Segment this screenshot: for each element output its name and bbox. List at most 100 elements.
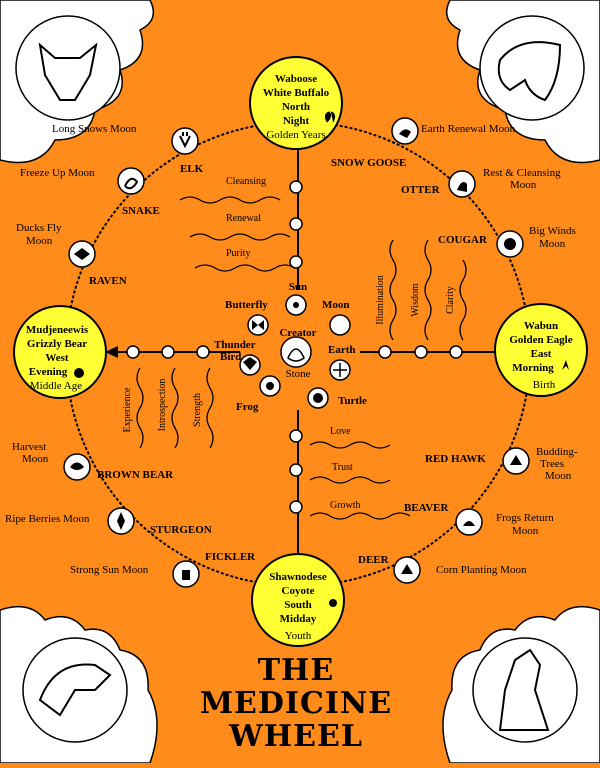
renewal-label: Renewal	[226, 213, 261, 224]
east-line2: Golden Eagle	[509, 334, 572, 346]
snow-goose-label: SNOW GOOSE	[331, 157, 406, 169]
north-line2: White Buffalo	[263, 87, 330, 99]
earth-renewal-moon: Earth Renewal Moon	[421, 123, 516, 135]
north-line1: Waboose	[275, 73, 317, 85]
red-hawk-label: RED HAWK	[425, 453, 486, 465]
rest-cleansing-moon-1: Rest & Cleansing	[483, 167, 561, 179]
long-snows-moon: Long Snows Moon	[52, 123, 137, 135]
moon-label: Moon	[322, 299, 350, 311]
corner-bottom-right	[442, 605, 600, 764]
wavy-lines	[136, 196, 467, 520]
west-line3: West	[45, 352, 69, 364]
turtle-label: Turtle	[338, 395, 367, 407]
harvest-moon-2: Moon	[22, 453, 49, 465]
rest-cleansing-moon-2: Moon	[510, 179, 537, 191]
south-line2: Coyote	[282, 585, 315, 597]
north-circle: Waboose White Buffalo North Night Golden…	[249, 56, 343, 150]
east-line5: Birth	[533, 379, 556, 391]
corner-top-left	[0, 0, 155, 164]
title-line3: WHEEL	[228, 719, 363, 754]
south-circle: Shawnodese Coyote South Midday Youth	[251, 553, 345, 647]
title-block: THE MEDICINE WHEEL	[200, 653, 392, 754]
purity-label: Purity	[226, 248, 250, 259]
west-line4: Evening	[29, 366, 68, 378]
earth-label: Earth	[328, 344, 356, 356]
west-arrow	[105, 346, 118, 358]
trust-label: Trust	[332, 462, 353, 473]
coyote-track-icon	[329, 599, 337, 607]
strong-sun-moon: Strong Sun Moon	[70, 564, 149, 576]
frogs-return-moon-2: Moon	[512, 525, 539, 537]
title-line1: THE	[258, 653, 335, 688]
title-line2: MEDICINE	[200, 686, 392, 721]
otter-label: OTTER	[401, 184, 441, 196]
west-line5: Middle Age	[30, 380, 82, 392]
creator-label: Creator	[279, 327, 316, 339]
corn-planting-moon: Corn Planting Moon	[436, 564, 527, 576]
beaver-label: BEAVER	[404, 502, 449, 514]
snake-icon	[117, 167, 145, 195]
elk-label: ELK	[180, 163, 204, 175]
elk-icon	[171, 127, 199, 155]
frog-label: Frog	[236, 401, 259, 413]
west-circle: Mudjeneewis Grizzly Bear West Evening Mi…	[13, 305, 107, 399]
south-line5: Youth	[285, 630, 312, 642]
sun-label: Sun	[289, 281, 307, 293]
wisdom-label: Wisdom	[410, 283, 421, 317]
south-line4: Midday	[280, 613, 317, 625]
wolf-icon	[15, 15, 121, 121]
spoke-labels: Cleansing Renewal Purity Love Trust Grow…	[122, 176, 456, 511]
freeze-up-moon: Freeze Up Moon	[20, 167, 95, 179]
center-group: Sun Moon Earth Butterfly Thunder Bird Cr…	[214, 281, 367, 413]
sturgeon-label: STURGEON	[150, 524, 212, 536]
introspection-label: Introspection	[157, 379, 168, 432]
budding-trees-moon-2: Trees	[540, 458, 564, 470]
experience-label: Experience	[122, 387, 133, 433]
buffalo-track-icon	[324, 111, 336, 123]
south-line3: South	[284, 599, 312, 611]
north-line3: North	[282, 101, 310, 113]
cleansing-label: Cleansing	[226, 176, 266, 187]
east-line3: East	[531, 348, 552, 360]
eagle-track-icon	[562, 360, 569, 370]
corner-bottom-left	[0, 605, 158, 764]
budding-trees-moon-1: Budding-	[536, 446, 578, 458]
clarity-label: Clarity	[445, 286, 456, 314]
ducks-fly-moon-2: Moon	[26, 235, 53, 247]
bird-label: Bird	[220, 351, 241, 363]
west-line1: Mudjeneewis	[26, 324, 89, 336]
rim-medallion-glyphs	[70, 129, 522, 580]
north-line5: Golden Years	[266, 129, 325, 141]
growth-label: Growth	[330, 500, 361, 511]
eagle-icon	[479, 15, 585, 121]
strength-label: Strength	[192, 393, 203, 427]
harvest-moon-1: Harvest	[12, 441, 46, 453]
east-line1: Wabun	[524, 320, 558, 332]
ripe-berries-moon: Ripe Berries Moon	[5, 513, 90, 525]
thunder-label: Thunder	[214, 339, 256, 351]
fickler-label: FICKLER	[205, 551, 256, 563]
bear-track-icon	[74, 368, 84, 378]
love-label: Love	[330, 426, 351, 437]
moon-labels: Long Snows Moon Freeze Up Moon Ducks Fly…	[5, 123, 578, 576]
spoke-nodes	[126, 180, 463, 514]
snake-label: SNAKE	[122, 205, 160, 217]
moon-icon	[329, 314, 351, 336]
big-winds-moon-2: Moon	[539, 238, 566, 250]
cougar-label: COUGAR	[438, 234, 488, 246]
howling-wolf-icon	[472, 637, 578, 743]
brown-bear-label: BROWN BEAR	[97, 469, 174, 481]
east-circle: Wabun Golden Eagle East Morning Birth	[494, 303, 588, 397]
raven-label: RAVEN	[89, 275, 127, 287]
corner-top-right	[445, 0, 600, 164]
illumination-label: Illumination	[375, 275, 386, 324]
creator-icon	[280, 336, 312, 368]
butterfly-label: Butterfly	[225, 299, 268, 311]
east-line4: Morning	[512, 362, 554, 374]
budding-trees-moon-3: Moon	[545, 470, 572, 482]
ducks-fly-moon-1: Ducks Fly	[16, 222, 62, 234]
animal-labels: ELK SNAKE RAVEN SNOW GOOSE OTTER COUGAR …	[89, 157, 488, 566]
south-line1: Shawnodese	[269, 571, 327, 583]
